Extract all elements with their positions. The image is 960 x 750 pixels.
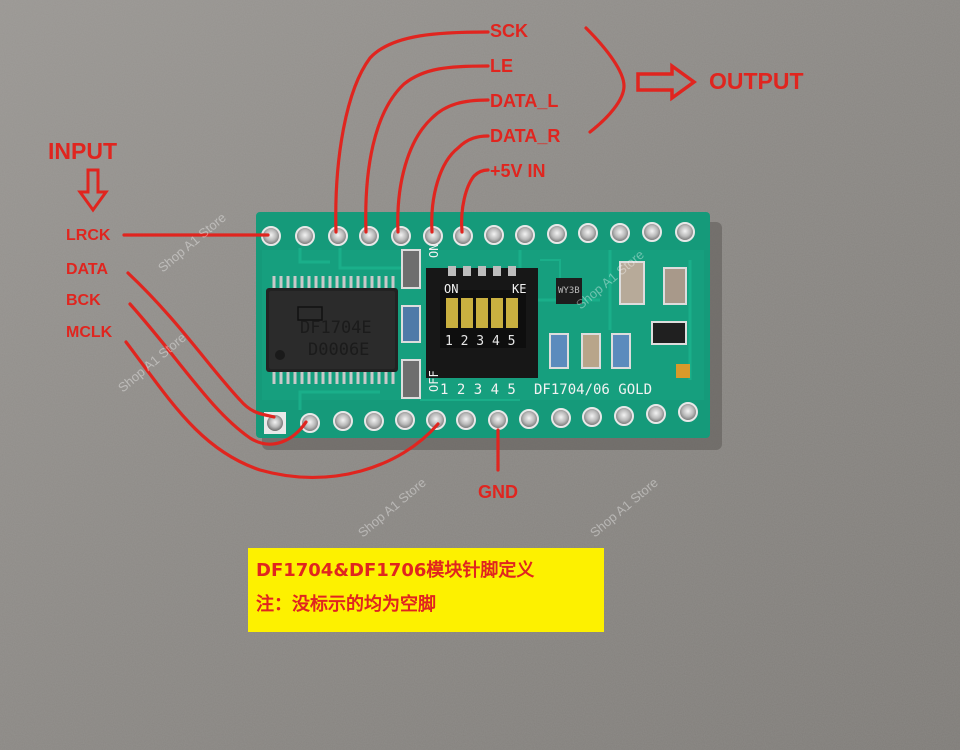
- board-model-text: DF1704/06 GOLD: [534, 382, 653, 398]
- dip-on-side-label: ON: [427, 243, 441, 258]
- data-l-label: DATA_L: [490, 91, 559, 111]
- input-label: INPUT: [48, 138, 117, 164]
- gnd-label: GND: [478, 482, 518, 502]
- regulator-marking: WY3B: [558, 286, 580, 296]
- dip-on-label: ON: [444, 282, 459, 296]
- note-remark: 注：没标示的均为空脚: [256, 594, 436, 615]
- smd-components: [401, 249, 690, 399]
- chip-marking-line1: DF1704E: [300, 318, 372, 338]
- dip-switch: [426, 266, 538, 378]
- le-label: LE: [490, 56, 514, 76]
- lrck-label: LRCK: [66, 227, 111, 244]
- bck-label: BCK: [66, 292, 101, 309]
- sck-label: SCK: [490, 21, 529, 41]
- output-arrow-icon: [636, 62, 697, 102]
- bottom-pin-header: [264, 402, 698, 434]
- pin-definition-note: DF1704&DF1706模块针脚定义 注：没标示的均为空脚: [248, 548, 604, 632]
- output-label: OUTPUT: [709, 68, 804, 94]
- dip-numbers-on: 1 2 3 4 5: [445, 334, 516, 349]
- note-title: DF1704&DF1706模块针脚定义: [256, 560, 535, 581]
- dip-numbers-off: 1 2 3 4 5: [440, 382, 516, 398]
- vin-label: +5V IN: [490, 161, 546, 181]
- input-arrow-icon: [77, 168, 109, 213]
- annotation-lines: [122, 26, 626, 480]
- data-label: DATA: [66, 261, 109, 278]
- chip-marking-line2: D0006E: [308, 340, 370, 360]
- dip-off-label: OFF: [427, 370, 441, 392]
- dip-ke-label: KE: [512, 282, 527, 296]
- mclk-label: MCLK: [66, 324, 113, 341]
- data-r-label: DATA_R: [490, 126, 561, 146]
- dac-chip: [266, 276, 398, 384]
